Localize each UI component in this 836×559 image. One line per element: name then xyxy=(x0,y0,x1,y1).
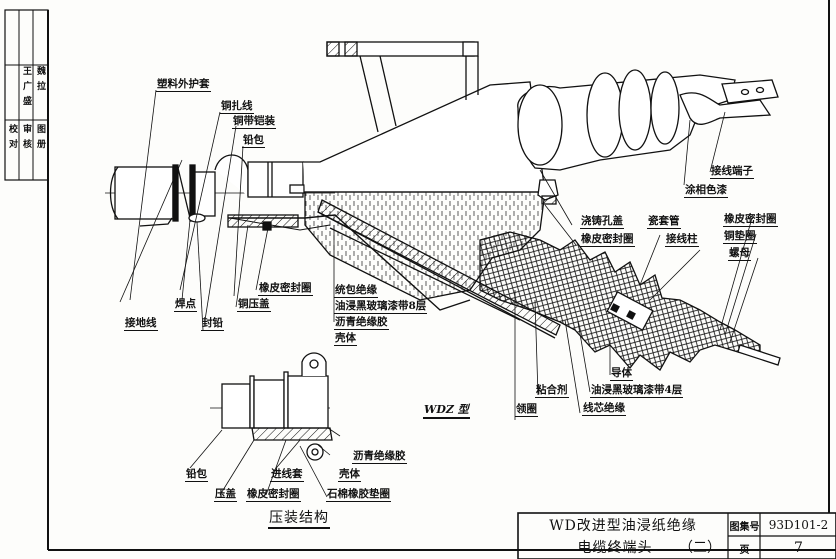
detail-label-bitumen-compound: 沥青绝缘胶 xyxy=(352,450,407,464)
detail-label-rubber-seal-ring: 橡皮密封圈 xyxy=(246,488,301,502)
label-pour-hole-cover: 浇铸孔盖 xyxy=(580,215,624,229)
label-bitumen-compound: 沥青绝缘胶 xyxy=(334,316,389,330)
drawing-title-line2: 电缆终端头 xyxy=(577,540,653,556)
leader-lines xyxy=(119,89,759,498)
label-housing: 壳体 xyxy=(334,332,357,346)
label-adhesive: 粘合剂 xyxy=(535,384,569,398)
label-copper-tape-armor: 铜带铠装 xyxy=(232,115,276,129)
label-lead-sheath: 铅包 xyxy=(242,134,265,148)
detail-label-lead-sheath: 铅包 xyxy=(185,468,208,482)
label-rubber-seal-ring-2: 橡皮密封圈 xyxy=(580,233,635,247)
label-copper-gland: 铜压盖 xyxy=(237,298,271,312)
sidebar-bottom-cell: 审核 xyxy=(21,124,31,154)
atlas-number-value: 93D101-2 xyxy=(768,518,829,532)
title-block-grid xyxy=(517,512,836,559)
label-core-insulation: 线芯绝缘 xyxy=(582,402,626,416)
label-varnished-tape-8-layers: 油浸黑玻璃漆带8层 xyxy=(334,300,428,314)
page-label: 页 xyxy=(739,544,750,556)
label-nut: 螺母 xyxy=(728,247,751,261)
type-label: WDZ 型 xyxy=(423,404,470,419)
sidebar-bottom-cell: 图册 xyxy=(35,124,45,154)
label-terminal-lug: 接线端子 xyxy=(710,165,754,179)
sidebar-top-cell: 王广盛 xyxy=(21,66,31,111)
drawing-title-suffix: （二） xyxy=(679,540,721,556)
detail-title: 压装结构 xyxy=(268,510,330,529)
pressure-assembly-detail xyxy=(210,352,333,461)
main-termination-drawing xyxy=(105,41,781,371)
detail-label-housing: 壳体 xyxy=(338,468,361,482)
label-rubber-seal-ring: 橡皮密封圈 xyxy=(258,282,313,296)
drawing-frame xyxy=(4,0,836,551)
label-copper-washer: 铜垫圈 xyxy=(723,230,757,244)
sidebar-top-cell: 魏拉 xyxy=(35,66,45,96)
page-number: 7 xyxy=(794,540,803,556)
label-ground-wire: 接地线 xyxy=(124,317,158,331)
label-porcelain-bushing: 瓷套管 xyxy=(647,215,681,229)
sidebar-bottom-cell: 校对 xyxy=(7,124,17,154)
detail-label-gland: 压盖 xyxy=(214,488,237,502)
label-plastic-jacket: 塑料外护套 xyxy=(156,78,211,92)
label-varnished-tape-4-layers: 油浸黑玻璃漆带4层 xyxy=(590,384,684,398)
label-rubber-seal-ring-3: 橡皮密封圈 xyxy=(723,213,778,227)
label-belt-insulation: 统包绝缘 xyxy=(334,284,378,298)
detail-label-entry-sleeve: 进线套 xyxy=(270,468,304,482)
label-phase-color-paint: 涂相色漆 xyxy=(684,184,728,198)
atlas-number-label: 图集号 xyxy=(729,521,760,533)
label-copper-binding-wire: 铜扎线 xyxy=(220,100,254,114)
label-conductor: 导体 xyxy=(610,367,633,381)
label-weld-point: 焊点 xyxy=(174,298,197,312)
label-collar: 领圈 xyxy=(515,403,538,417)
detail-label-asbestos-gasket: 石棉橡胶垫圈 xyxy=(326,488,391,502)
drawing-title-line1: WD改进型油浸纸绝缘 xyxy=(549,518,697,534)
label-lead-seal: 封铅 xyxy=(201,317,224,331)
label-terminal-post: 接线柱 xyxy=(665,233,699,247)
